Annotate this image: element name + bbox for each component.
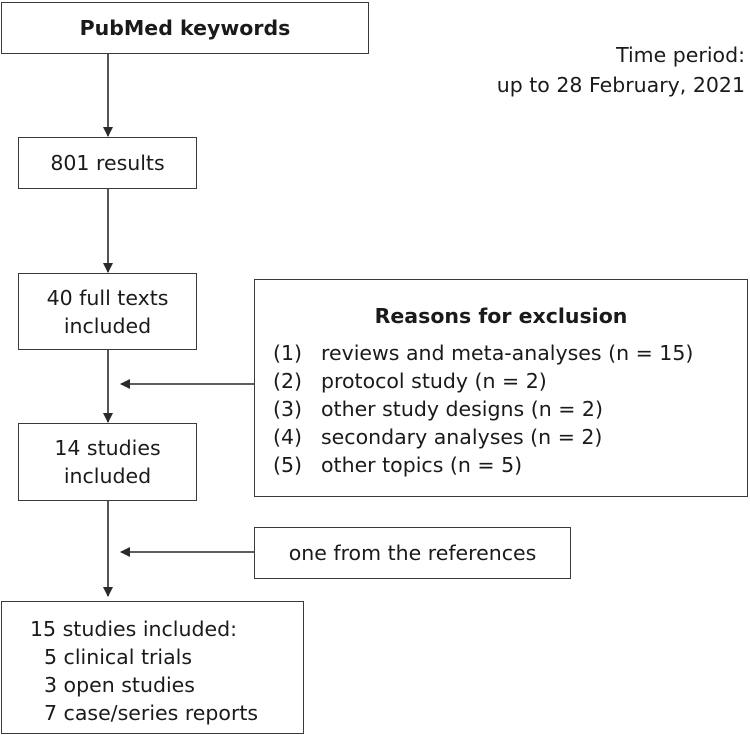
exclusion-item-text: other study designs (n = 2) xyxy=(321,397,603,421)
exclusion-item-number: (4) xyxy=(273,425,303,449)
exclusion-item: (5) other topics (n = 5) xyxy=(273,451,693,479)
results-label: 801 results xyxy=(50,151,165,175)
studies-line-1: 14 studies xyxy=(54,436,161,460)
time-period-note: Time period: up to 28 February, 2021 xyxy=(497,40,745,100)
pubmed-keywords-label: PubMed keywords xyxy=(79,16,291,40)
final-studies-item: 3 open studies xyxy=(44,673,195,697)
final-studies-item: 7 case/series reports xyxy=(44,701,259,725)
time-period-range: up to 28 February, 2021 xyxy=(496,73,745,97)
exclusion-item-number: (1) xyxy=(273,341,303,365)
references-label: one from the references xyxy=(288,541,537,565)
references-box: one from the references xyxy=(254,527,571,579)
studies-box: 14 studies included xyxy=(18,423,197,501)
final-studies-title: 15 studies included: xyxy=(30,617,238,641)
exclusion-item-text: reviews and meta-analyses (n = 15) xyxy=(321,341,694,365)
final-studies-item: 5 clinical trials xyxy=(44,645,193,669)
exclusion-item-text: secondary analyses (n = 2) xyxy=(321,425,603,449)
exclusion-item-number: (3) xyxy=(273,397,303,421)
final-studies-content: 15 studies included: 5 clinical trials 3… xyxy=(30,615,258,727)
exclusion-title: Reasons for exclusion xyxy=(374,304,628,328)
pubmed-keywords-box: PubMed keywords xyxy=(1,2,369,54)
full-texts-box: 40 full texts included xyxy=(18,273,197,350)
exclusion-item-number: (5) xyxy=(273,453,303,477)
full-texts-line-1: 40 full texts xyxy=(46,285,169,310)
results-box: 801 results xyxy=(18,137,197,189)
exclusion-list: (1) reviews and meta-analyses (n = 15) (2… xyxy=(273,339,693,479)
exclusion-item: (2) protocol study (n = 2) xyxy=(273,367,693,395)
exclusion-item-number: (2) xyxy=(273,369,303,393)
exclusion-item-text: protocol study (n = 2) xyxy=(321,369,547,393)
exclusion-item: (4) secondary analyses (n = 2) xyxy=(273,423,693,451)
exclusion-item: (1) reviews and meta-analyses (n = 15) xyxy=(273,339,693,367)
time-period-label: Time period: xyxy=(616,43,745,67)
full-texts-line-2: included xyxy=(63,313,152,338)
exclusion-item: (3) other study designs (n = 2) xyxy=(273,395,693,423)
exclusion-box: Reasons for exclusion (1) reviews and met… xyxy=(254,279,748,497)
final-studies-box: 15 studies included: 5 clinical trials 3… xyxy=(1,601,304,734)
exclusion-item-text: other topics (n = 5) xyxy=(321,453,523,477)
studies-line-2: included xyxy=(63,464,152,488)
